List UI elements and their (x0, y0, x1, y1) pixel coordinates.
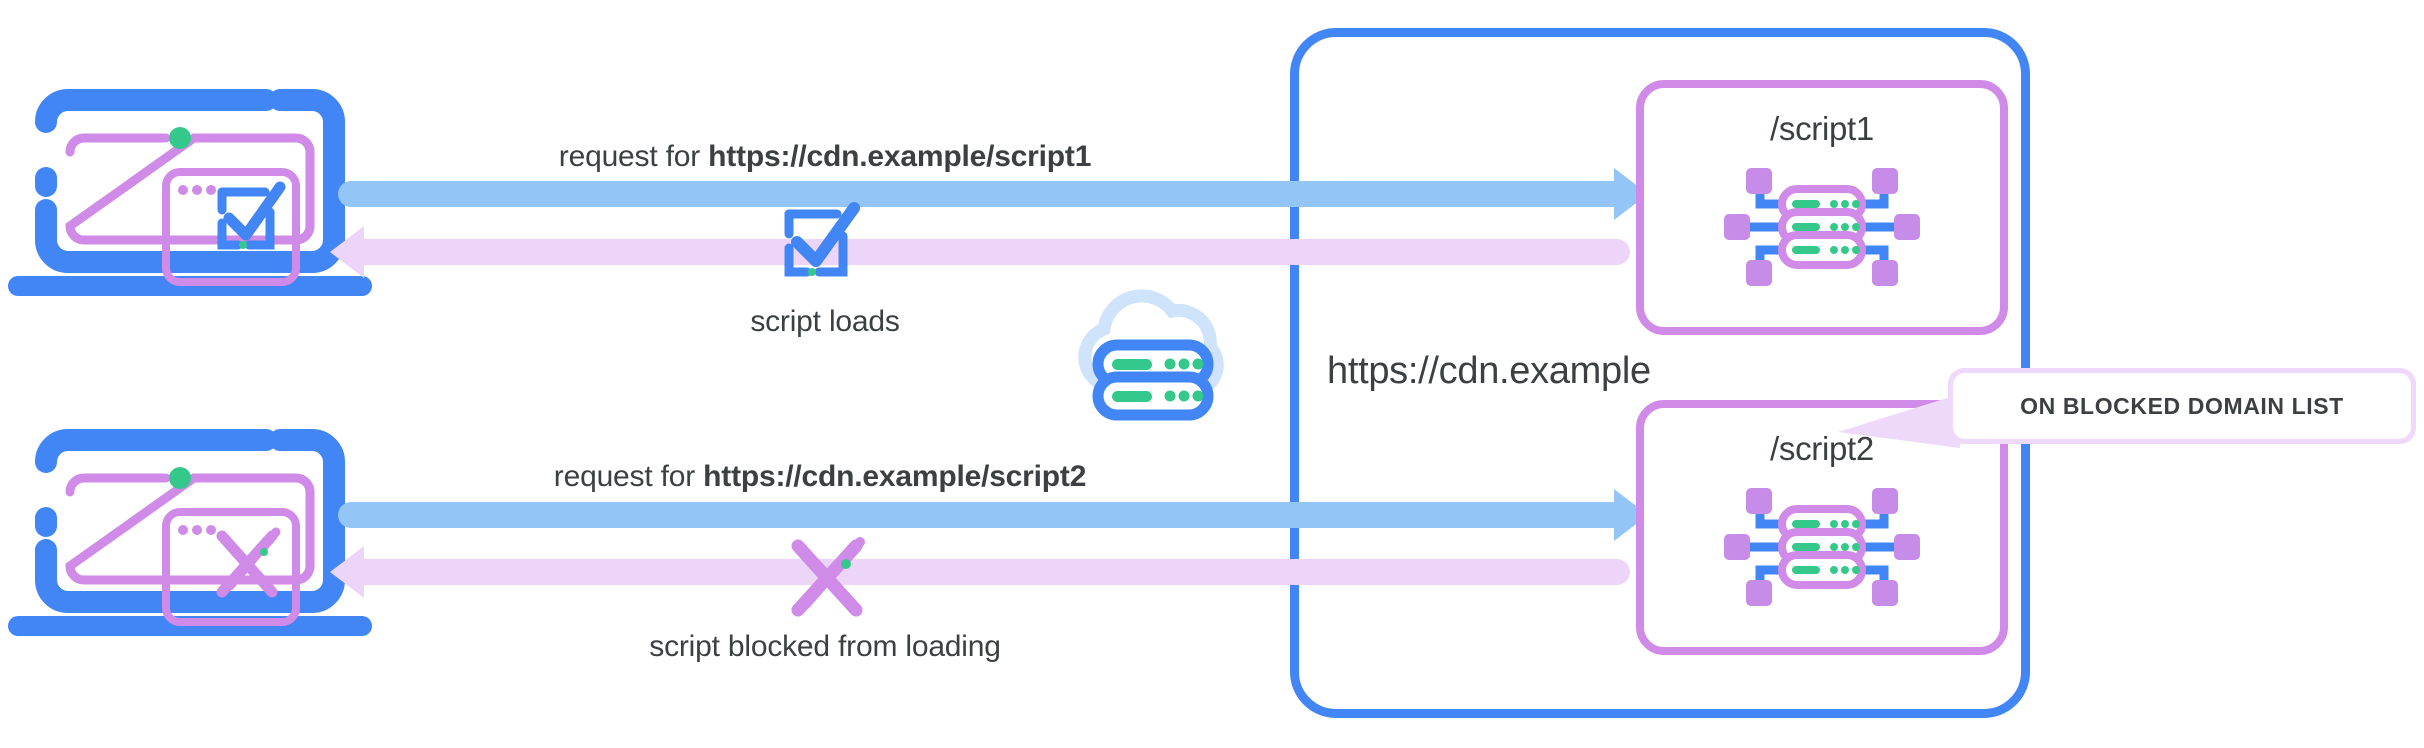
callout-label: ON BLOCKED DOMAIN LIST (2020, 392, 2344, 419)
server-network-icon-script1 (1724, 168, 1920, 286)
request-label-script1: request for https://cdn.example/script1 (558, 140, 1092, 175)
endpoint-label-script1: /script1 (1770, 110, 1874, 147)
cdn-domain-label: https://cdn.example (1327, 350, 1651, 392)
blocked-domain-callout: ON BLOCKED DOMAIN LIST (1948, 368, 2416, 444)
script-loads-checkmark-icon (775, 198, 875, 295)
request-arrow-script1 (338, 181, 1614, 207)
response-arrow-script1 (364, 239, 1630, 265)
result-label-script2: script blocked from loading (649, 630, 1001, 663)
endpoint-label-script2: /script2 (1770, 430, 1874, 467)
server-network-icon-script2 (1724, 488, 1920, 606)
result-label-script1: script loads (750, 305, 900, 338)
request-label-script2: request for https://cdn.example/script2 (553, 460, 1087, 495)
request-prefix-2: request for (553, 460, 704, 493)
response-arrow-script2 (364, 559, 1630, 585)
response-arrowhead-script2 (330, 546, 364, 598)
endpoint-box-script1: /script1 (1636, 80, 2008, 335)
laptop-cross-icon (8, 429, 372, 636)
client-laptop-blocked (8, 400, 378, 665)
request-url-1: https://cdn.example/script1 (708, 140, 1092, 173)
laptop-checkmark-icon (8, 89, 372, 296)
request-url-2: https://cdn.example/script2 (703, 460, 1087, 493)
cdn-cloud-icon (1060, 285, 1245, 430)
request-arrow-script2 (338, 502, 1614, 528)
request-prefix-1: request for (558, 140, 709, 173)
callout-tail (1838, 392, 1960, 452)
client-laptop-allowed (8, 60, 378, 325)
response-arrowhead-script1 (330, 226, 364, 278)
script-blocked-cross-icon (778, 528, 883, 633)
